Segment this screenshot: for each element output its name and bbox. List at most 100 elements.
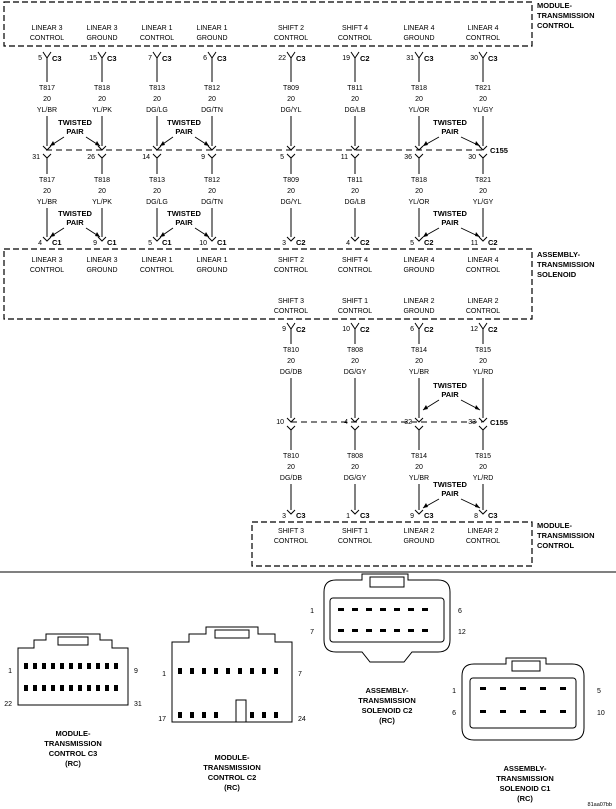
diagram-label: 1 (346, 513, 350, 520)
diagram-label: (RC) (379, 716, 395, 725)
twisted-pair-label: TWISTED PAIR (422, 480, 481, 509)
diagram-label: 7 (310, 629, 314, 636)
module-tcm-lower-line3: CONTROL (537, 541, 574, 550)
figure-id: 81aa07bb (588, 802, 612, 808)
assembly-solenoid-line3: SOLENOID (537, 270, 577, 279)
diagram-label: 8 (474, 513, 478, 520)
diagram-label: 12 (470, 326, 478, 333)
diagram-label: C3 (488, 54, 498, 63)
diagram-label: 5 (410, 240, 414, 247)
diagram-label: 30 (468, 154, 476, 161)
top-label: CONTROL (30, 35, 64, 42)
connector-solenoid-c1-view: 1 5 6 10 ASSEMBLY- TRANSMISSION SOLENOID… (452, 657, 605, 803)
diagram-label: 20 (153, 96, 161, 103)
diagram-label: 12 (458, 629, 466, 636)
diagram-label: T812 (204, 177, 220, 184)
diagram-label: ASSEMBLY- (365, 686, 409, 695)
diagram-label: CONTROL (466, 35, 500, 42)
diagram-label: 20 (98, 188, 106, 195)
bot-label: CONTROL (30, 267, 64, 274)
diagram-label: YL/BR (409, 475, 429, 482)
diagram-label: 20 (351, 96, 359, 103)
module-tcm-top-line1: MODULE- (537, 1, 572, 10)
diagram-label: LINEAR 2 (467, 298, 498, 305)
diagram-label: LINEAR 3 (86, 25, 117, 32)
diagram-label: YL/OR (408, 107, 429, 114)
diagram-label: T813 (149, 85, 165, 92)
diagram-label: 1 (8, 668, 12, 675)
diagram-label: GROUND (86, 35, 117, 42)
diagram-label: TRANSMISSION (203, 763, 261, 772)
module-tcm-top-box (3, 1, 533, 47)
diagram-label: T813 (149, 177, 165, 184)
c155-label-section2: C155 (490, 418, 508, 427)
diagram-label: T821 (475, 85, 491, 92)
wire-circuit: T817 (39, 85, 55, 92)
assembly-solenoid-line1: ASSEMBLY- (537, 250, 581, 259)
diagram-label: GROUND (196, 267, 227, 274)
diagram-label: SHIFT 1 (342, 528, 368, 535)
diagram-label: T809 (283, 85, 299, 92)
diagram-label: DG/DB (280, 475, 303, 482)
diagram-label: C2 (360, 325, 370, 334)
diagram-label: LINEAR 4 (467, 25, 498, 32)
diagram-label: DG/GY (344, 369, 367, 376)
diagram-label: DG/GY (344, 475, 367, 482)
diagram-label: LINEAR 4 (467, 257, 498, 264)
diagram-label: 10 (276, 419, 284, 426)
diagram-label: CONTROL (338, 267, 372, 274)
diagram-label: PAIR (175, 218, 193, 227)
diagram-label: SHIFT 4 (342, 25, 368, 32)
diagram-label: C3 (488, 511, 498, 520)
diagram-label: DG/YL (280, 107, 301, 114)
diagram-label: ASSEMBLY- (503, 764, 547, 773)
diagram-label: DG/LG (146, 107, 168, 114)
diagram-label: YL/PK (92, 107, 112, 114)
diagram-label: T808 (347, 453, 363, 460)
diagram-label: TWISTED (167, 209, 201, 218)
diagram-label: TWISTED (167, 118, 201, 127)
diagram-label: 11 (471, 240, 478, 247)
diagram-label: T814 (411, 347, 427, 354)
module-tcm-lower-line2: TRANSMISSION (537, 531, 595, 540)
diagram-label: SHIFT 1 (342, 298, 368, 305)
diagram-label: C2 (296, 325, 306, 334)
diagram-label: 20 (415, 464, 423, 471)
diagram-label: 5 (148, 240, 152, 247)
diagram-label: 20 (287, 358, 295, 365)
diagram-label: 20 (208, 188, 216, 195)
diagram-label: LINEAR 2 (403, 528, 434, 535)
diagram-label: YL/PK (92, 199, 112, 206)
diagram-label: 9 (134, 668, 138, 675)
twisted-pair-label: TWISTED PAIR (422, 381, 481, 411)
diagram-label: C3 (107, 54, 117, 63)
diagram-label: C3 (217, 54, 227, 63)
diagram-label: C3 (296, 511, 306, 520)
diagram-label: T811 (347, 177, 363, 184)
diagram-label: T809 (283, 177, 299, 184)
diagram-label: 19 (342, 55, 350, 62)
diagram-label: C2 (424, 325, 434, 334)
diagram-label: 20 (287, 96, 295, 103)
diagram-label: 20 (287, 464, 295, 471)
diagram-label: T818 (94, 177, 110, 184)
diagram-label: 20 (153, 188, 161, 195)
diagram-label: CONTROL C2 (208, 773, 257, 782)
diagram-label: PAIR (175, 127, 193, 136)
diagram-label: TRANSMISSION (358, 696, 416, 705)
module-tcm-lower-box (251, 521, 533, 567)
diagram-label: 31 (406, 55, 414, 62)
diagram-label: C3 (424, 511, 434, 520)
diagram-label: TWISTED (433, 381, 467, 390)
diagram-label: GROUND (403, 538, 434, 545)
diagram-label: DG/YL (280, 199, 301, 206)
assembly-solenoid-line2: TRANSMISSION (537, 260, 595, 269)
circuit-linear3-ground: LINEAR 3 GROUND 15 C3 T818 20 YL/PK 26 T… (86, 25, 117, 274)
diagram-label: 20 (351, 358, 359, 365)
diagram-label: DG/DB (280, 369, 303, 376)
diagram-label: 24 (298, 716, 306, 723)
circuit-linear2-ground: LINEAR 2 GROUND 6 C2 T814 20 YL/BR 32 T8… (403, 298, 434, 545)
diagram-label: 9 (282, 326, 286, 333)
diagram-label: TWISTED (58, 118, 92, 127)
assembly-solenoid-box (3, 248, 533, 320)
